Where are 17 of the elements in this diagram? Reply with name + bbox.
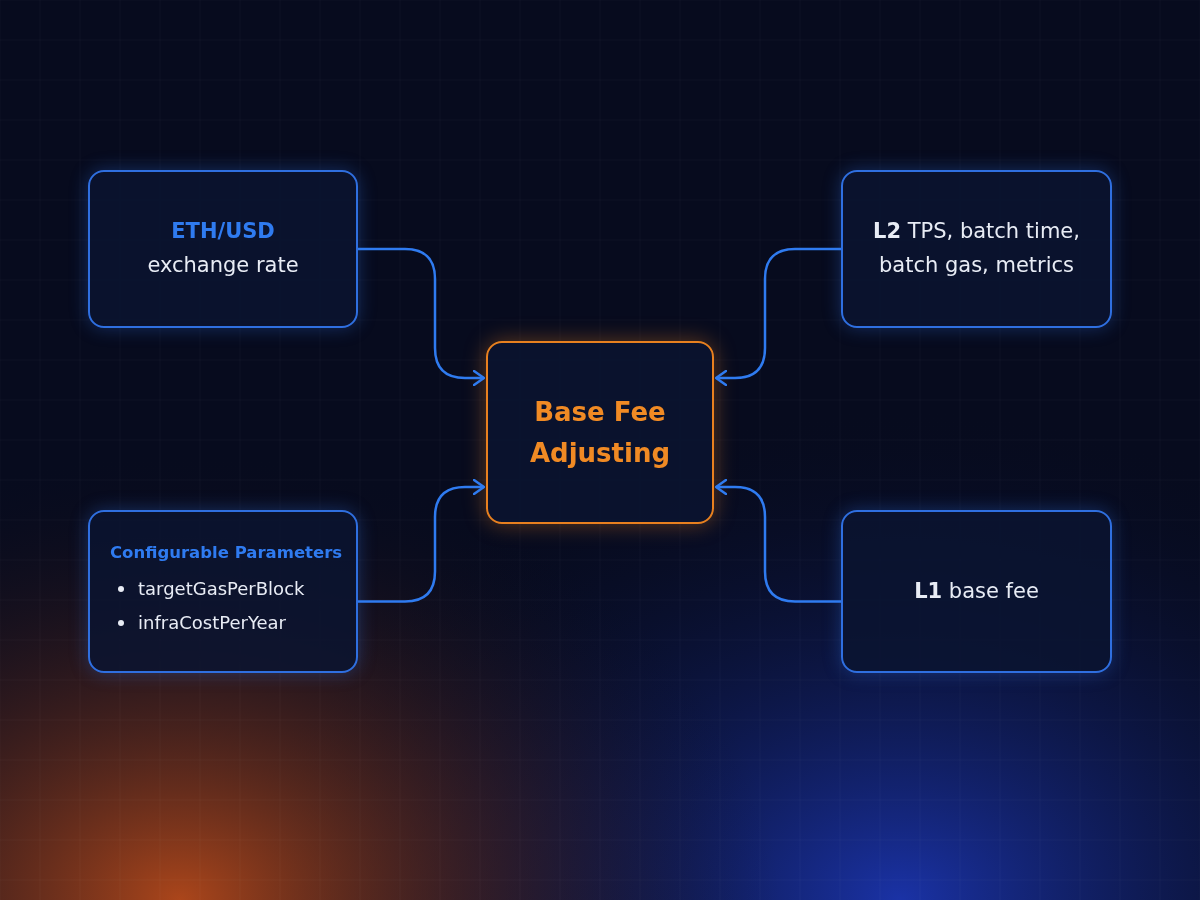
- arrow: [358, 478, 486, 603]
- node-heading: ETH/USD: [171, 218, 275, 246]
- process-box: [486, 341, 714, 524]
- input-box: [841, 510, 1112, 673]
- input-box: [88, 170, 358, 328]
- arrow: [714, 247, 841, 387]
- arrow: [714, 478, 841, 603]
- node-title: Base Fee Adjusting: [528, 396, 672, 470]
- node-label: L1 base fee: [914, 577, 1039, 605]
- input-box: [841, 170, 1112, 328]
- list-item: targetGasPerBlock: [138, 576, 305, 601]
- node-label: exchange rate: [147, 252, 299, 279]
- list-item: infraCostPerYear: [138, 611, 286, 635]
- input-box: [88, 510, 358, 673]
- box-heading: Configurable Parameters: [110, 542, 343, 562]
- arrow: [358, 247, 486, 387]
- node-label: L2 TPS, batch time, batch gas, metrics: [872, 218, 1081, 279]
